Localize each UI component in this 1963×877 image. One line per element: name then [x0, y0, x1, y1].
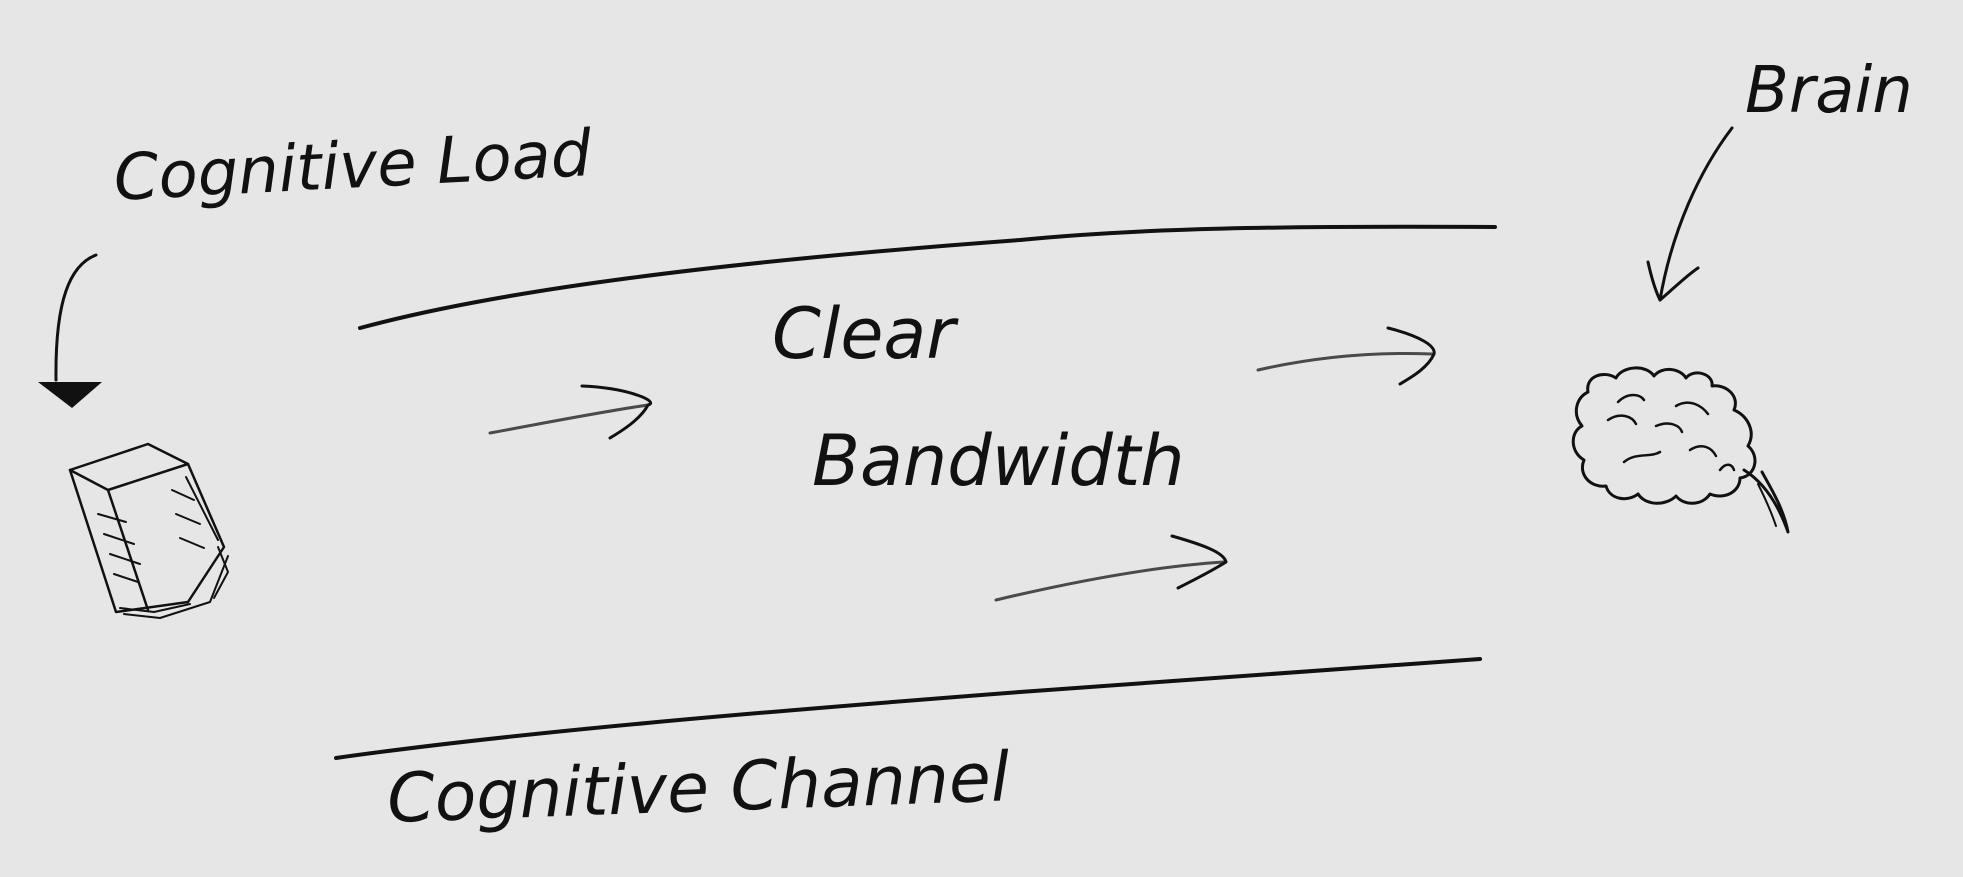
cognitive-load-arrow	[38, 253, 102, 408]
channel-top-line	[358, 224, 1497, 330]
brain-label: Brain	[1745, 54, 1913, 128]
cognitive-channel-label: Cognitive Channel	[386, 738, 1011, 839]
brain-arrow	[1646, 126, 1734, 302]
brain-icon	[1571, 366, 1790, 534]
flow-arrow-right-top	[1256, 326, 1436, 386]
flow-arrow-right-bottom	[994, 534, 1228, 602]
clear-label: Clear	[772, 293, 959, 375]
book-icon	[68, 442, 229, 619]
flow-arrow-left	[488, 384, 652, 440]
channel-bottom-line	[334, 657, 1482, 760]
cognitive-load-label: Cognitive Load	[112, 117, 594, 216]
bandwidth-label: Bandwidth	[812, 420, 1185, 502]
